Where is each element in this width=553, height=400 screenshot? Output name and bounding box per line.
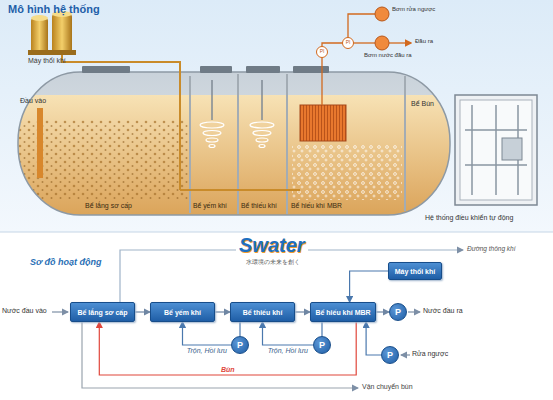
pump-label: Bơm nước đầu ra bbox=[364, 52, 412, 59]
edge-label: Trộn, Hồi lưu bbox=[266, 347, 310, 355]
process-box: Máy thổi khí bbox=[388, 262, 442, 280]
diagram-title: Mô hình hệ thống bbox=[8, 3, 100, 16]
flow-label: Nước đầu ra bbox=[423, 307, 463, 315]
process-box: Bể thiếu khí bbox=[230, 302, 295, 322]
logo: Swater bbox=[236, 234, 308, 257]
gauge-label: PI bbox=[342, 40, 354, 46]
tank-label: Bể thiếu khí bbox=[241, 202, 277, 210]
part-label: Máy thổi khí bbox=[28, 57, 66, 65]
process-box: Bể yếm khí bbox=[150, 302, 215, 322]
part-label: Hệ thống điều khiển tự động bbox=[425, 214, 513, 222]
flow-connector bbox=[295, 311, 310, 312]
flow-connector bbox=[135, 311, 150, 312]
outlet-label: Đầu ra bbox=[415, 38, 433, 45]
flow-connector bbox=[99, 322, 356, 375]
box-text: Bể hiếu khí MBR bbox=[315, 309, 370, 316]
section-heading: Sơ đồ hoạt động bbox=[30, 257, 102, 267]
gauge-label: PI bbox=[316, 49, 328, 55]
pump-symbol: P bbox=[387, 350, 393, 360]
flow-connector bbox=[376, 311, 389, 312]
flow-label: Nước đầu vào bbox=[2, 307, 47, 315]
pump-symbol: P bbox=[237, 340, 243, 350]
pump-circle: P bbox=[381, 346, 399, 364]
pump-circle: P bbox=[389, 303, 407, 321]
pump-circle: P bbox=[313, 336, 331, 354]
tank-label: Bể lắng sơ cấp bbox=[85, 202, 132, 210]
pump-label: Bơm rửa ngược bbox=[392, 6, 435, 13]
pump-symbol: P bbox=[395, 307, 401, 317]
flow-label: Vận chuyển bùn bbox=[362, 383, 413, 391]
tank-label: Bể yếm khí bbox=[193, 202, 227, 210]
edge-label: Trộn, Hồi lưu bbox=[185, 347, 229, 355]
logo-tagline: 水環境の未来を創く bbox=[244, 259, 302, 265]
flow-connector bbox=[366, 322, 381, 355]
flow-connector bbox=[263, 322, 314, 345]
flow-label: Rửa ngược bbox=[412, 350, 448, 358]
edge-label: Bùn bbox=[219, 366, 237, 374]
flow-connector bbox=[215, 311, 230, 312]
tank-label: Bể Bùn bbox=[411, 100, 435, 108]
part-label: Đầu vào bbox=[20, 97, 46, 105]
flow-connector bbox=[239, 322, 240, 336]
box-text: Máy thổi khí bbox=[395, 268, 435, 275]
box-text: Bể yếm khí bbox=[164, 309, 201, 316]
tank-label: Bể hiếu khí MBR bbox=[291, 202, 342, 210]
process-box: Bể hiếu khí MBR bbox=[310, 302, 376, 322]
box-text: Bể lắng sơ cấp bbox=[77, 309, 127, 316]
process-box: Bể lắng sơ cấp bbox=[70, 302, 135, 322]
box-text: Bể thiếu khí bbox=[243, 309, 283, 316]
flow-connector bbox=[350, 271, 388, 302]
line-label: Đường thông khí bbox=[467, 245, 516, 252]
pump-symbol: P bbox=[319, 340, 325, 350]
pump-circle: P bbox=[231, 336, 249, 354]
flow-connector bbox=[183, 322, 232, 345]
flow-connector bbox=[321, 322, 322, 336]
